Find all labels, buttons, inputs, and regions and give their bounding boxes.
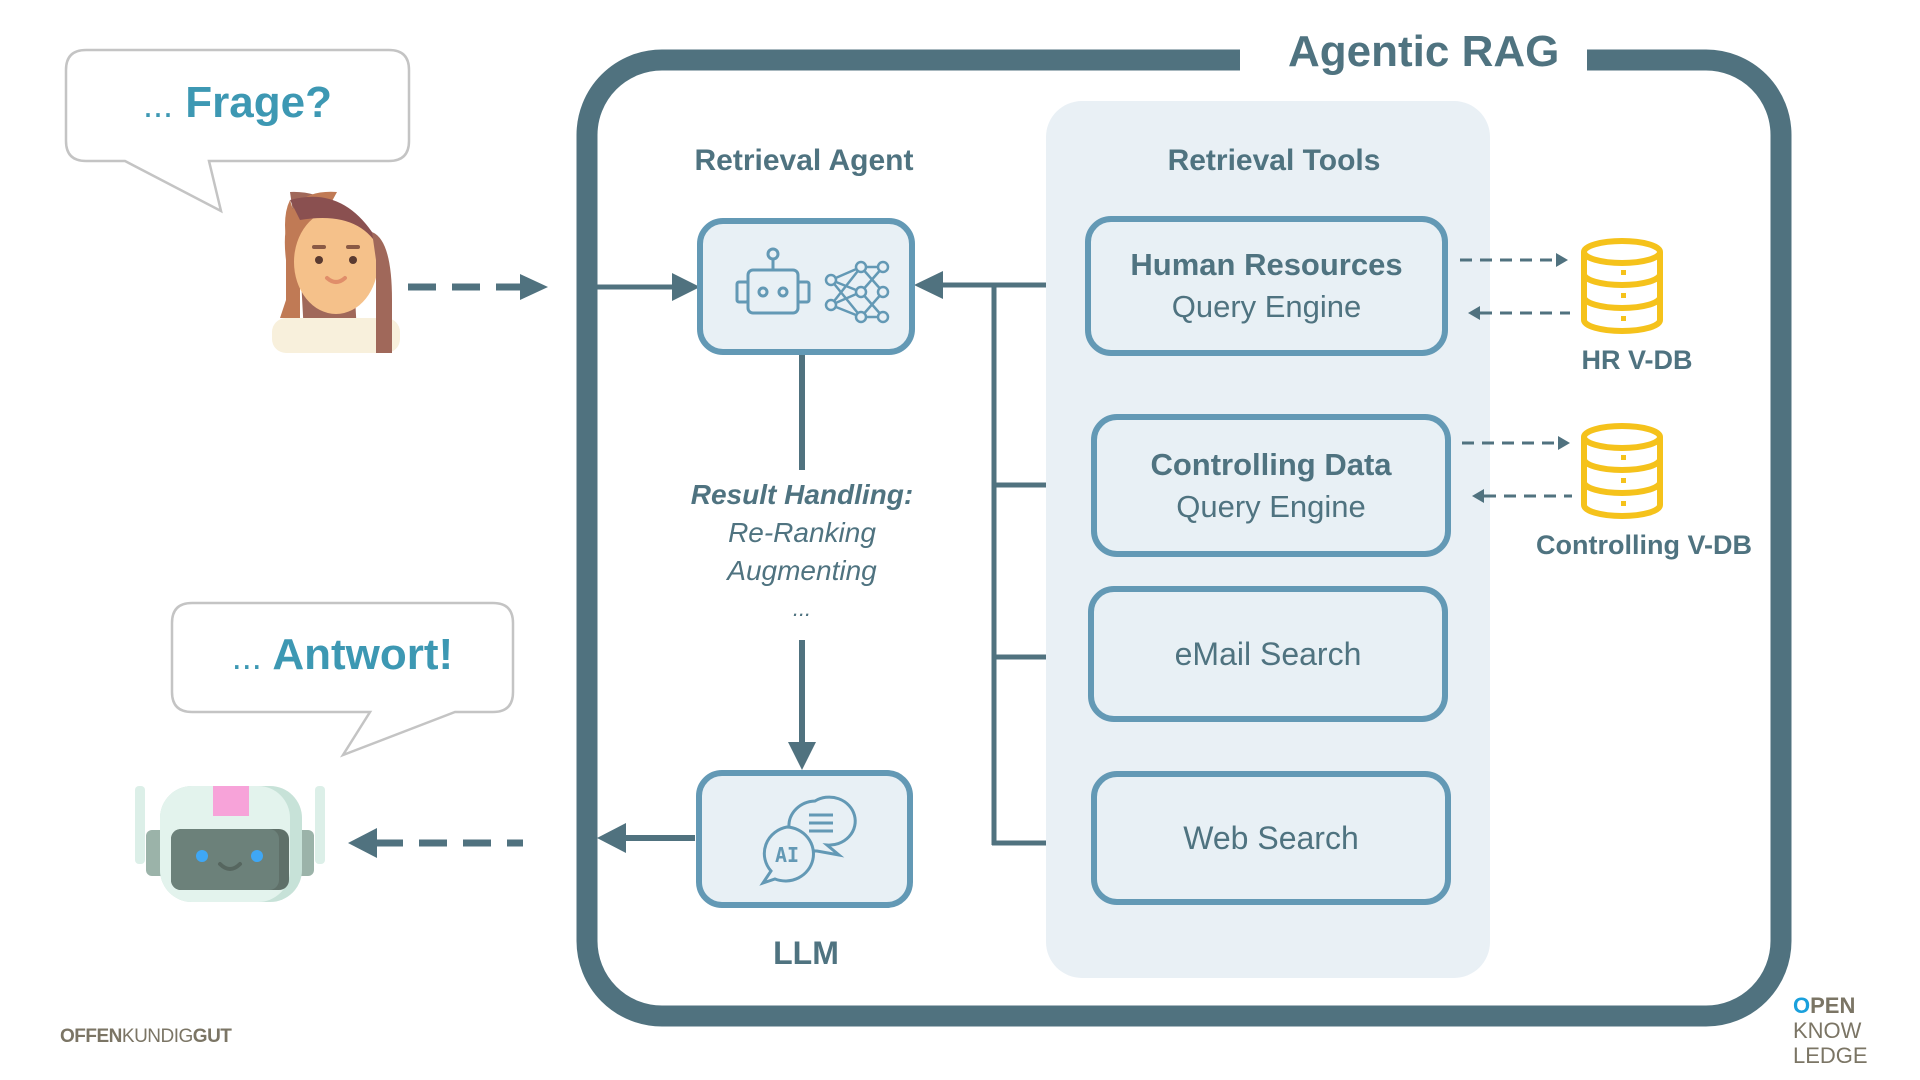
- answer-dots: ...: [231, 636, 262, 677]
- robot-icon: [735, 247, 811, 314]
- result-handling-item: Re-Ranking: [728, 517, 876, 548]
- tool-email-search[interactable]: eMail Search: [1088, 586, 1448, 722]
- tool-label: eMail Search: [1174, 635, 1362, 672]
- offenkundiggut-logo: OFFENKUNDIGGUT: [60, 1026, 232, 1048]
- open-knowledge-logo: OPEN KNOW LEDGE: [1793, 993, 1868, 1068]
- logo-part: KUNDIG: [121, 1026, 193, 1047]
- result-handling-text: Result Handling: Re-Ranking Augmenting .…: [652, 476, 952, 628]
- question-arrowhead: [520, 274, 548, 300]
- controlling-vdb-label: Controlling V-DB: [1536, 530, 1752, 560]
- tool-controlling-query-engine[interactable]: Controlling Data Query Engine: [1091, 414, 1451, 557]
- output-arrowhead: [597, 823, 626, 853]
- result-handling-heading: Result Handling:: [690, 479, 914, 510]
- question-dots: ...: [143, 84, 174, 125]
- logo-mark: O: [1793, 993, 1811, 1018]
- logo-line: PEN: [1810, 993, 1856, 1018]
- neural-network-icon: [824, 260, 890, 323]
- retrieval-tools-label: Retrieval Tools: [1167, 144, 1381, 177]
- tool-web-search[interactable]: Web Search: [1091, 771, 1451, 905]
- page-title: Agentic RAG: [1260, 22, 1588, 82]
- logo-line: KNOW: [1793, 1018, 1862, 1043]
- answer-arrowhead: [348, 828, 377, 858]
- robot-avatar-icon: [135, 786, 325, 902]
- question-bubble-text: ... Frage?: [66, 78, 409, 128]
- woman-avatar-icon: [272, 191, 400, 353]
- answer-text: Antwort!: [272, 630, 454, 679]
- answer-bubble-text: ... Antwort!: [172, 630, 513, 680]
- agentic-rag-frame: [576, 49, 1792, 1027]
- retrieval-agent-label: Retrieval Agent: [694, 144, 914, 177]
- tool-subtitle: Query Engine: [1171, 289, 1362, 324]
- llm-arrowhead: [788, 742, 816, 770]
- logo-line: LEDGE: [1793, 1043, 1868, 1068]
- agent-return-arrowhead: [914, 271, 943, 299]
- logo-part: GUT: [192, 1026, 232, 1047]
- tool-hr-query-engine[interactable]: Human Resources Query Engine: [1085, 216, 1448, 356]
- question-speech-bubble: [64, 48, 411, 214]
- hr-vdb-label: HR V-DB: [1581, 345, 1693, 375]
- result-handling-item: Augmenting: [727, 555, 877, 586]
- llm-box[interactable]: AI: [696, 770, 913, 908]
- llm-label: LLM: [773, 935, 839, 971]
- result-handling-item: ...: [792, 596, 812, 621]
- logo-part: OFFEN: [60, 1026, 122, 1047]
- input-arrowhead: [672, 273, 700, 301]
- retrieval-agent-box[interactable]: [697, 218, 915, 355]
- answer-speech-bubble: [170, 601, 515, 758]
- tool-title: Controlling Data: [1150, 446, 1392, 482]
- tool-subtitle: Query Engine: [1176, 488, 1366, 524]
- ai-icon-text: AI: [774, 843, 798, 867]
- ai-chat-bubbles-icon: AI: [758, 795, 857, 886]
- tool-title: Human Resources: [1130, 247, 1403, 282]
- tool-label: Web Search: [1183, 819, 1359, 856]
- question-text: Frage?: [185, 78, 332, 127]
